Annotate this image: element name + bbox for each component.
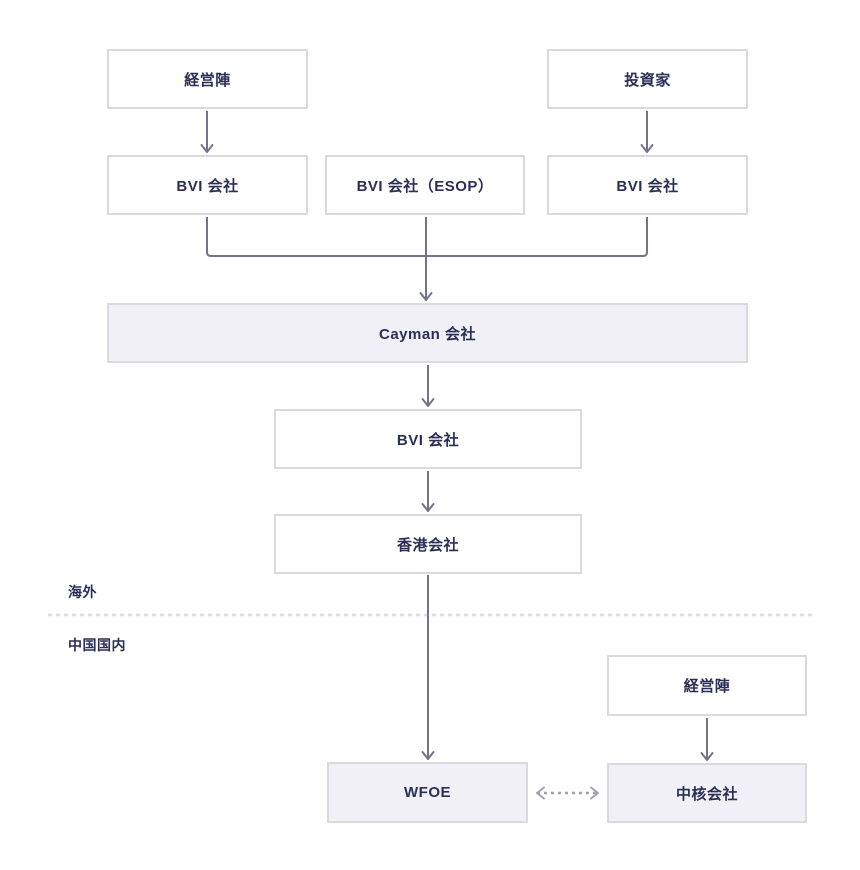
node-label: BVI 会社 [176,177,239,195]
node-cayman: Cayman 会社 [107,303,748,363]
node-bvi-esop: BVI 会社（ESOP） [325,155,525,215]
node-label: 中核会社 [675,785,738,803]
node-wfoe: WFOE [327,762,528,823]
node-label: 投資家 [624,71,671,89]
node-core-company: 中核会社 [607,763,807,823]
region-label-china: 中国国内 [68,637,126,653]
node-bvi-management: BVI 会社 [107,155,308,215]
node-bvi-holding: BVI 会社 [274,409,582,469]
node-label: 経営陣 [683,678,731,695]
node-bvi-investors: BVI 会社 [547,155,748,215]
node-label: 経営陣 [184,71,231,89]
node-label: BVI 会社 [396,431,460,449]
node-label: Cayman 会社 [378,325,477,343]
node-investors: 投資家 [547,49,748,109]
node-management-domestic: 経営陣 [607,655,807,716]
node-label: BVI 会社（ESOP） [356,177,494,195]
node-label: WFOE [404,784,451,801]
region-label-overseas: 海外 [68,584,97,600]
node-label: BVI 会社 [616,177,679,195]
node-management-offshore: 経営陣 [107,49,308,109]
node-hongkong: 香港会社 [274,514,582,574]
node-label: 香港会社 [396,536,459,554]
